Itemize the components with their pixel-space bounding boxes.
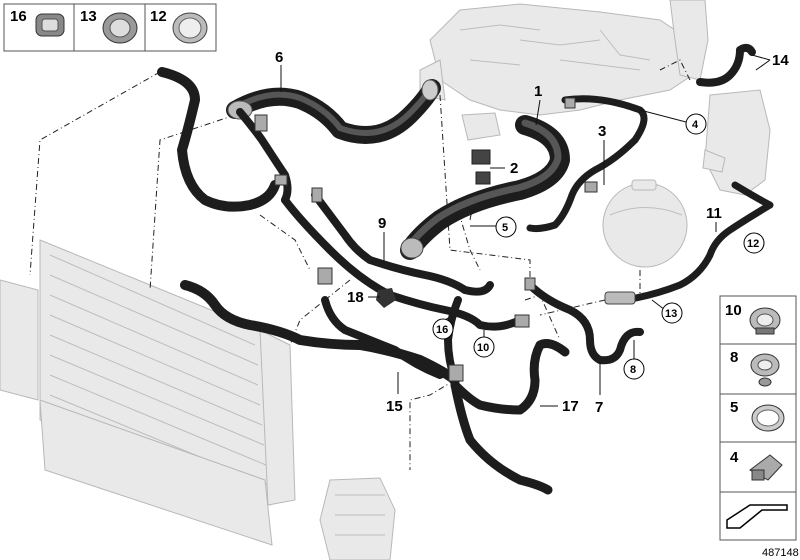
reference-lines — [29, 59, 691, 470]
hose-15-lower-radiator — [180, 280, 460, 385]
svg-text:5: 5 — [502, 222, 508, 234]
callout-1: 1 — [534, 83, 542, 126]
svg-text:2: 2 — [510, 160, 518, 177]
callout-3: 3 — [598, 123, 606, 185]
hose-11-reservoir — [604, 181, 774, 305]
svg-text:11: 11 — [706, 205, 722, 222]
thermostat-housing-ghost — [461, 112, 501, 141]
svg-text:6: 6 — [275, 49, 283, 66]
callout-15: 15 — [386, 372, 403, 415]
callout-18: 18 — [347, 289, 380, 306]
svg-text:4: 4 — [730, 449, 739, 466]
hose-7-8-lower-right — [526, 281, 644, 365]
callout-7: 7 — [595, 362, 603, 416]
hose-clamp-16-icon: 16 — [10, 8, 65, 37]
callout-13: 13 — [651, 299, 683, 324]
hose-9-center — [281, 191, 524, 331]
clip-4-icon: 4 — [730, 449, 783, 481]
clamp-10-icon: 10 — [725, 302, 781, 335]
svg-text:10: 10 — [477, 342, 489, 354]
hose-3-expansion — [526, 95, 648, 233]
callout-4: 4 — [639, 109, 707, 135]
callout-14: 14 — [751, 52, 789, 71]
coolant-reservoir-ghost — [702, 89, 771, 196]
svg-text:3: 3 — [598, 123, 606, 140]
svg-text:1: 1 — [534, 83, 542, 100]
callout-8: 8 — [623, 340, 645, 380]
callout-12: 12 — [743, 232, 765, 254]
callouts: 1 2 3 4 5 6 7 8 — [275, 49, 789, 416]
callout-10: 10 — [473, 330, 495, 358]
svg-text:14: 14 — [772, 52, 789, 69]
hose-14-reservoir — [696, 43, 756, 87]
hose-clamp-13-icon: 13 — [80, 8, 138, 44]
clamp-8-icon: 8 — [730, 349, 780, 387]
svg-text:10: 10 — [725, 302, 742, 319]
svg-text:15: 15 — [386, 398, 403, 415]
hose-1-thermostat — [400, 115, 570, 260]
hose-clip-5-icon: 5 — [730, 399, 785, 432]
callout-16: 16 — [432, 317, 454, 340]
svg-text:16: 16 — [10, 8, 27, 25]
direction-arrow-icon — [726, 504, 788, 529]
diagram-number: 487148 — [762, 547, 799, 559]
callout-2: 2 — [490, 160, 518, 177]
callout-5: 5 — [470, 216, 517, 238]
hose-clip-12-icon: 12 — [150, 8, 208, 44]
hose-left-loop — [157, 67, 292, 212]
svg-text:12: 12 — [747, 238, 759, 250]
callout-9: 9 — [378, 215, 386, 262]
callout-11: 11 — [706, 205, 722, 232]
svg-text:8: 8 — [730, 349, 738, 366]
top-part-boxes: 16 13 12 — [3, 3, 217, 52]
svg-text:16: 16 — [436, 324, 448, 336]
svg-text:12: 12 — [150, 8, 167, 25]
svg-text:7: 7 — [595, 399, 603, 416]
callout-6: 6 — [275, 49, 283, 92]
svg-text:13: 13 — [665, 308, 677, 320]
svg-text:13: 13 — [80, 8, 97, 25]
small-connectors — [254, 97, 598, 382]
svg-text:5: 5 — [730, 399, 738, 416]
svg-text:9: 9 — [378, 215, 386, 232]
svg-text:17: 17 — [562, 398, 579, 415]
engine-block-ghost — [419, 3, 701, 116]
svg-text:8: 8 — [630, 364, 636, 376]
radiator-ghost — [0, 239, 396, 560]
svg-text:18: 18 — [347, 289, 364, 306]
side-part-boxes: 10 8 5 4 — [719, 295, 797, 541]
expansion-tank-ghost — [602, 179, 688, 268]
callout-17: 17 — [540, 398, 579, 415]
svg-text:4: 4 — [692, 119, 699, 131]
